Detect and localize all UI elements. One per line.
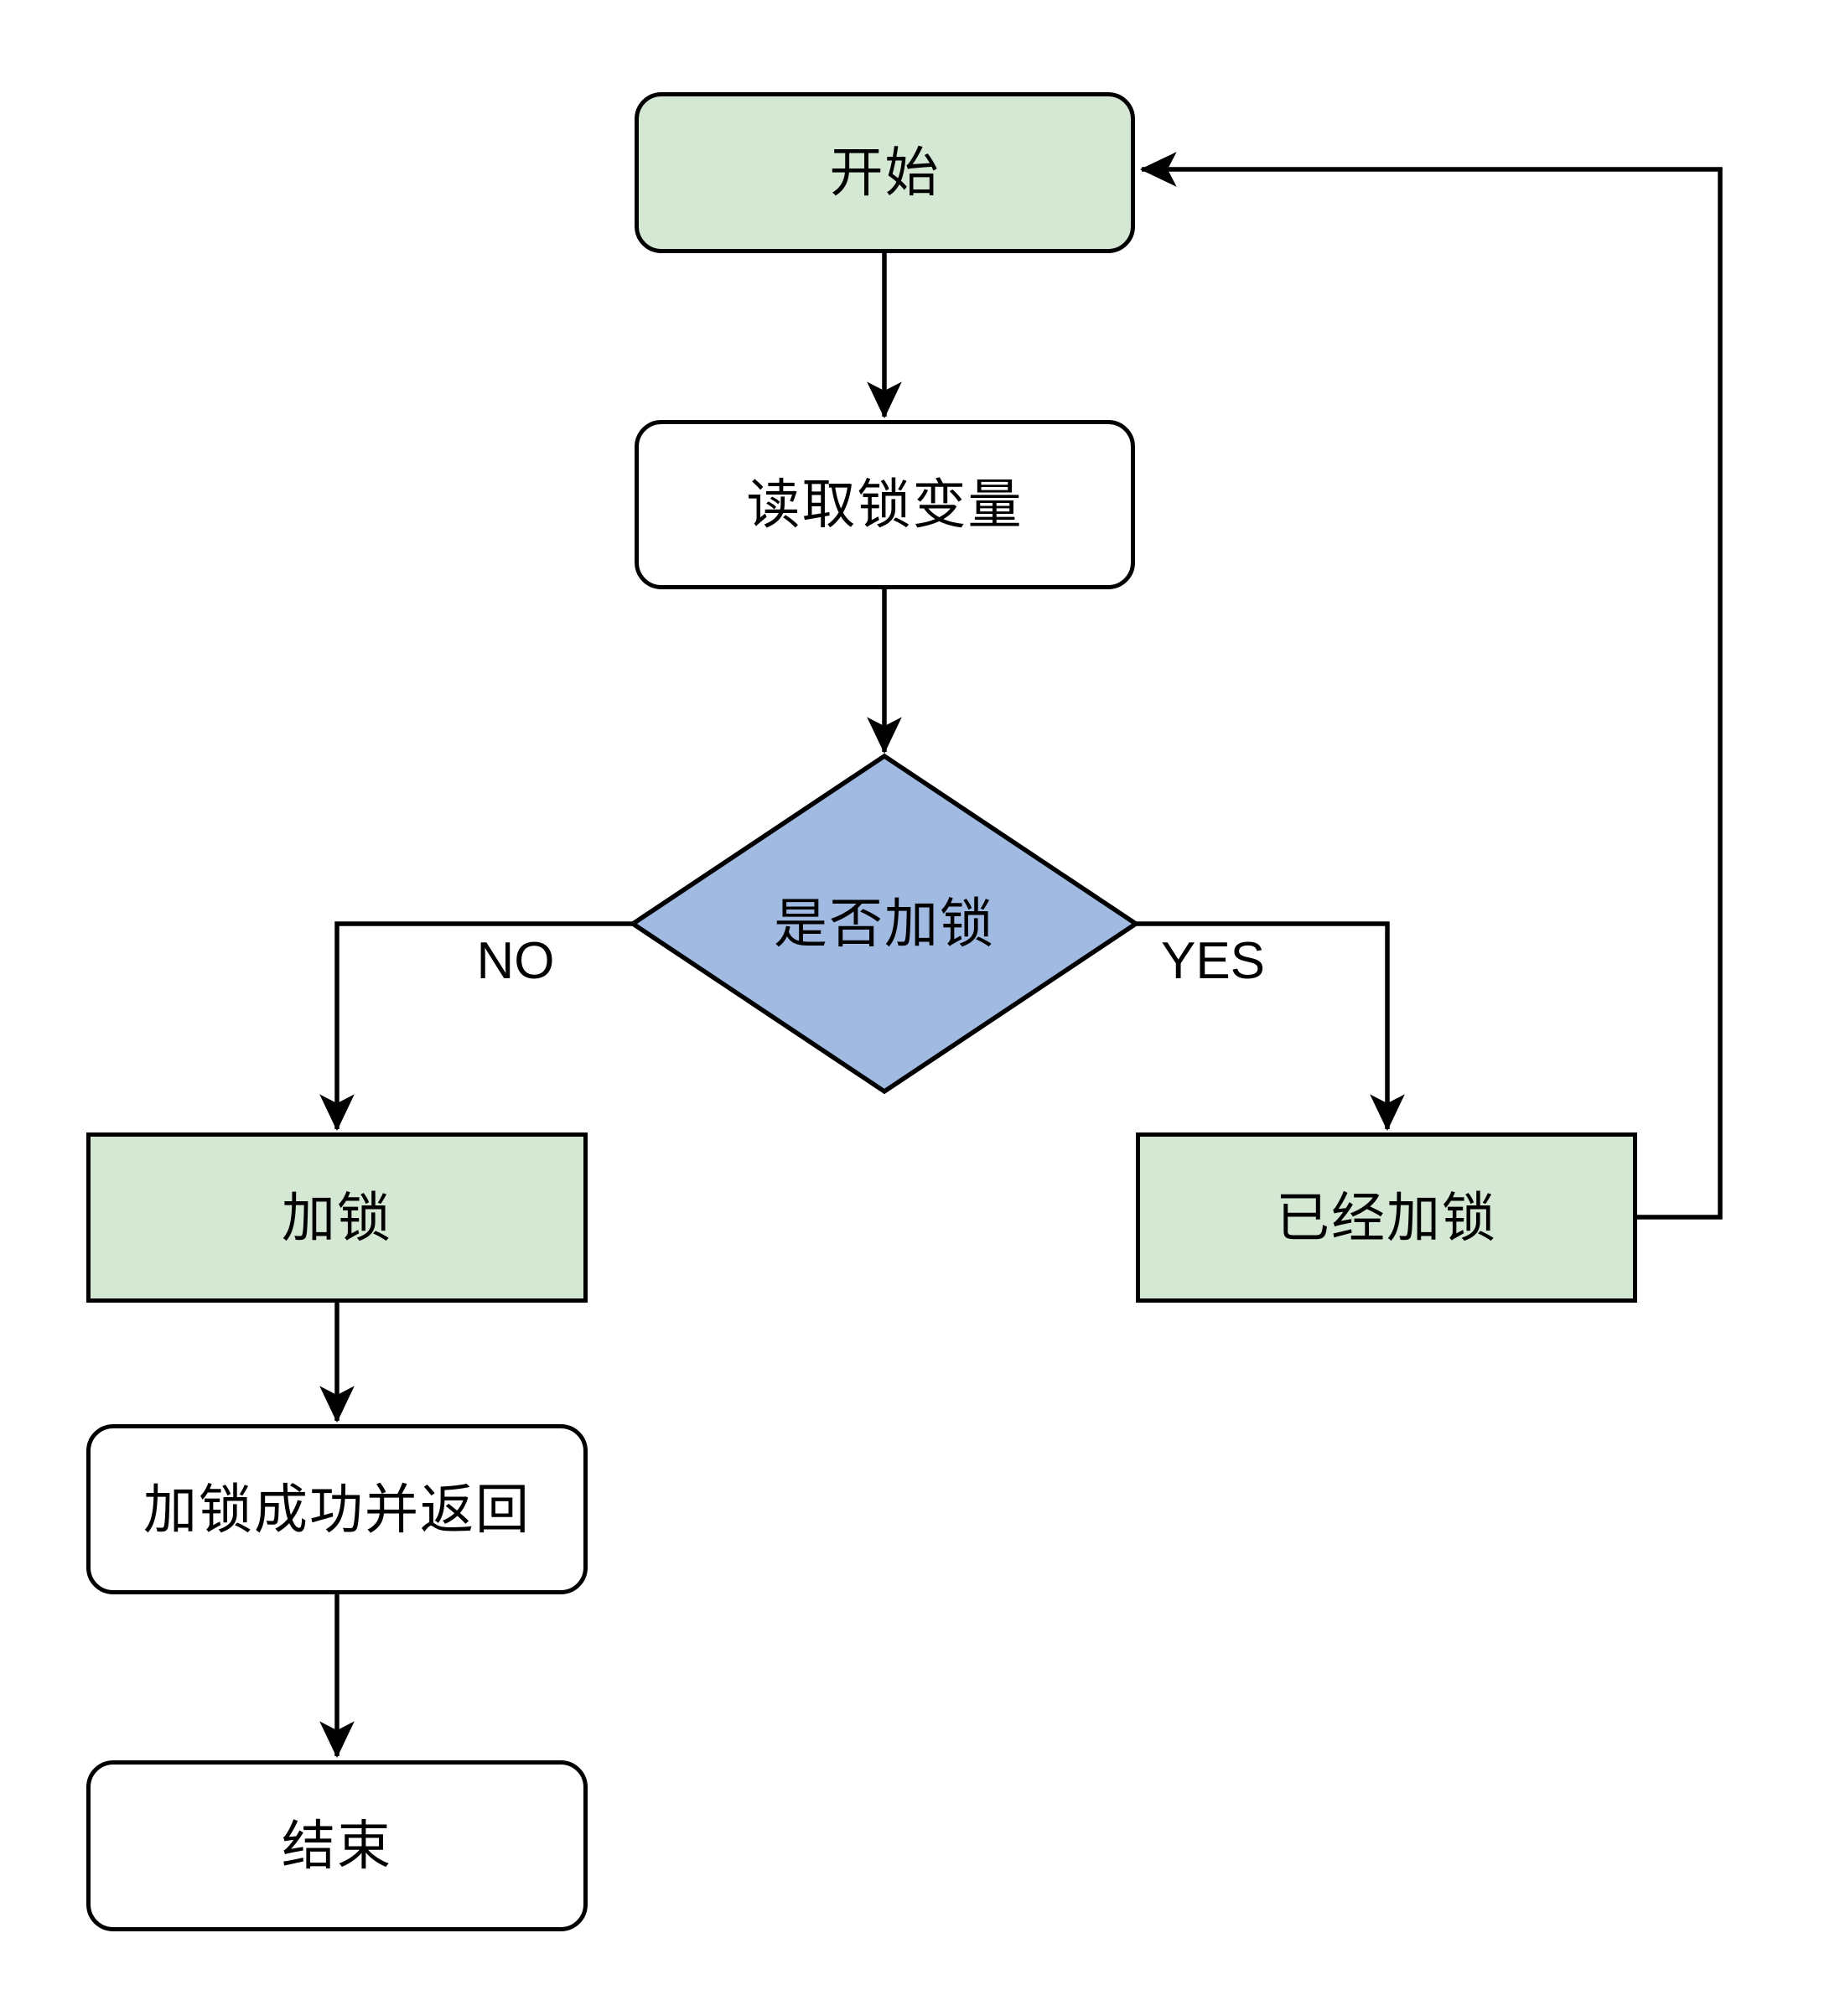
node-start: 开始 xyxy=(635,92,1135,253)
node-already-locked: 已经加锁 xyxy=(1136,1132,1637,1303)
node-read-lock-variable: 读取锁变量 xyxy=(635,420,1135,589)
node-lock-label: 加锁 xyxy=(282,1187,392,1248)
node-success-label: 加锁成功并返回 xyxy=(143,1479,531,1540)
node-decision: 是否加锁 xyxy=(717,882,1052,966)
edge-decision-to-already-yes xyxy=(1136,921,1405,1132)
decision-diamond-shape xyxy=(629,753,1140,1095)
edge-label-no: NO xyxy=(476,932,555,990)
node-lock: 加锁 xyxy=(86,1132,588,1303)
node-lock-success-return: 加锁成功并返回 xyxy=(86,1424,588,1594)
node-end-label: 结束 xyxy=(282,1816,392,1876)
node-end: 结束 xyxy=(86,1760,588,1931)
edge-decision-to-lock-no xyxy=(319,921,633,1132)
edge-already-loop-to-start xyxy=(1139,152,1723,1220)
node-start-label: 开始 xyxy=(829,143,941,203)
edge-label-yes: YES xyxy=(1160,932,1266,990)
node-read-label: 读取锁变量 xyxy=(746,474,1024,535)
node-already-locked-label: 已经加锁 xyxy=(1276,1187,1497,1248)
node-decision-label: 是否加锁 xyxy=(774,894,995,954)
